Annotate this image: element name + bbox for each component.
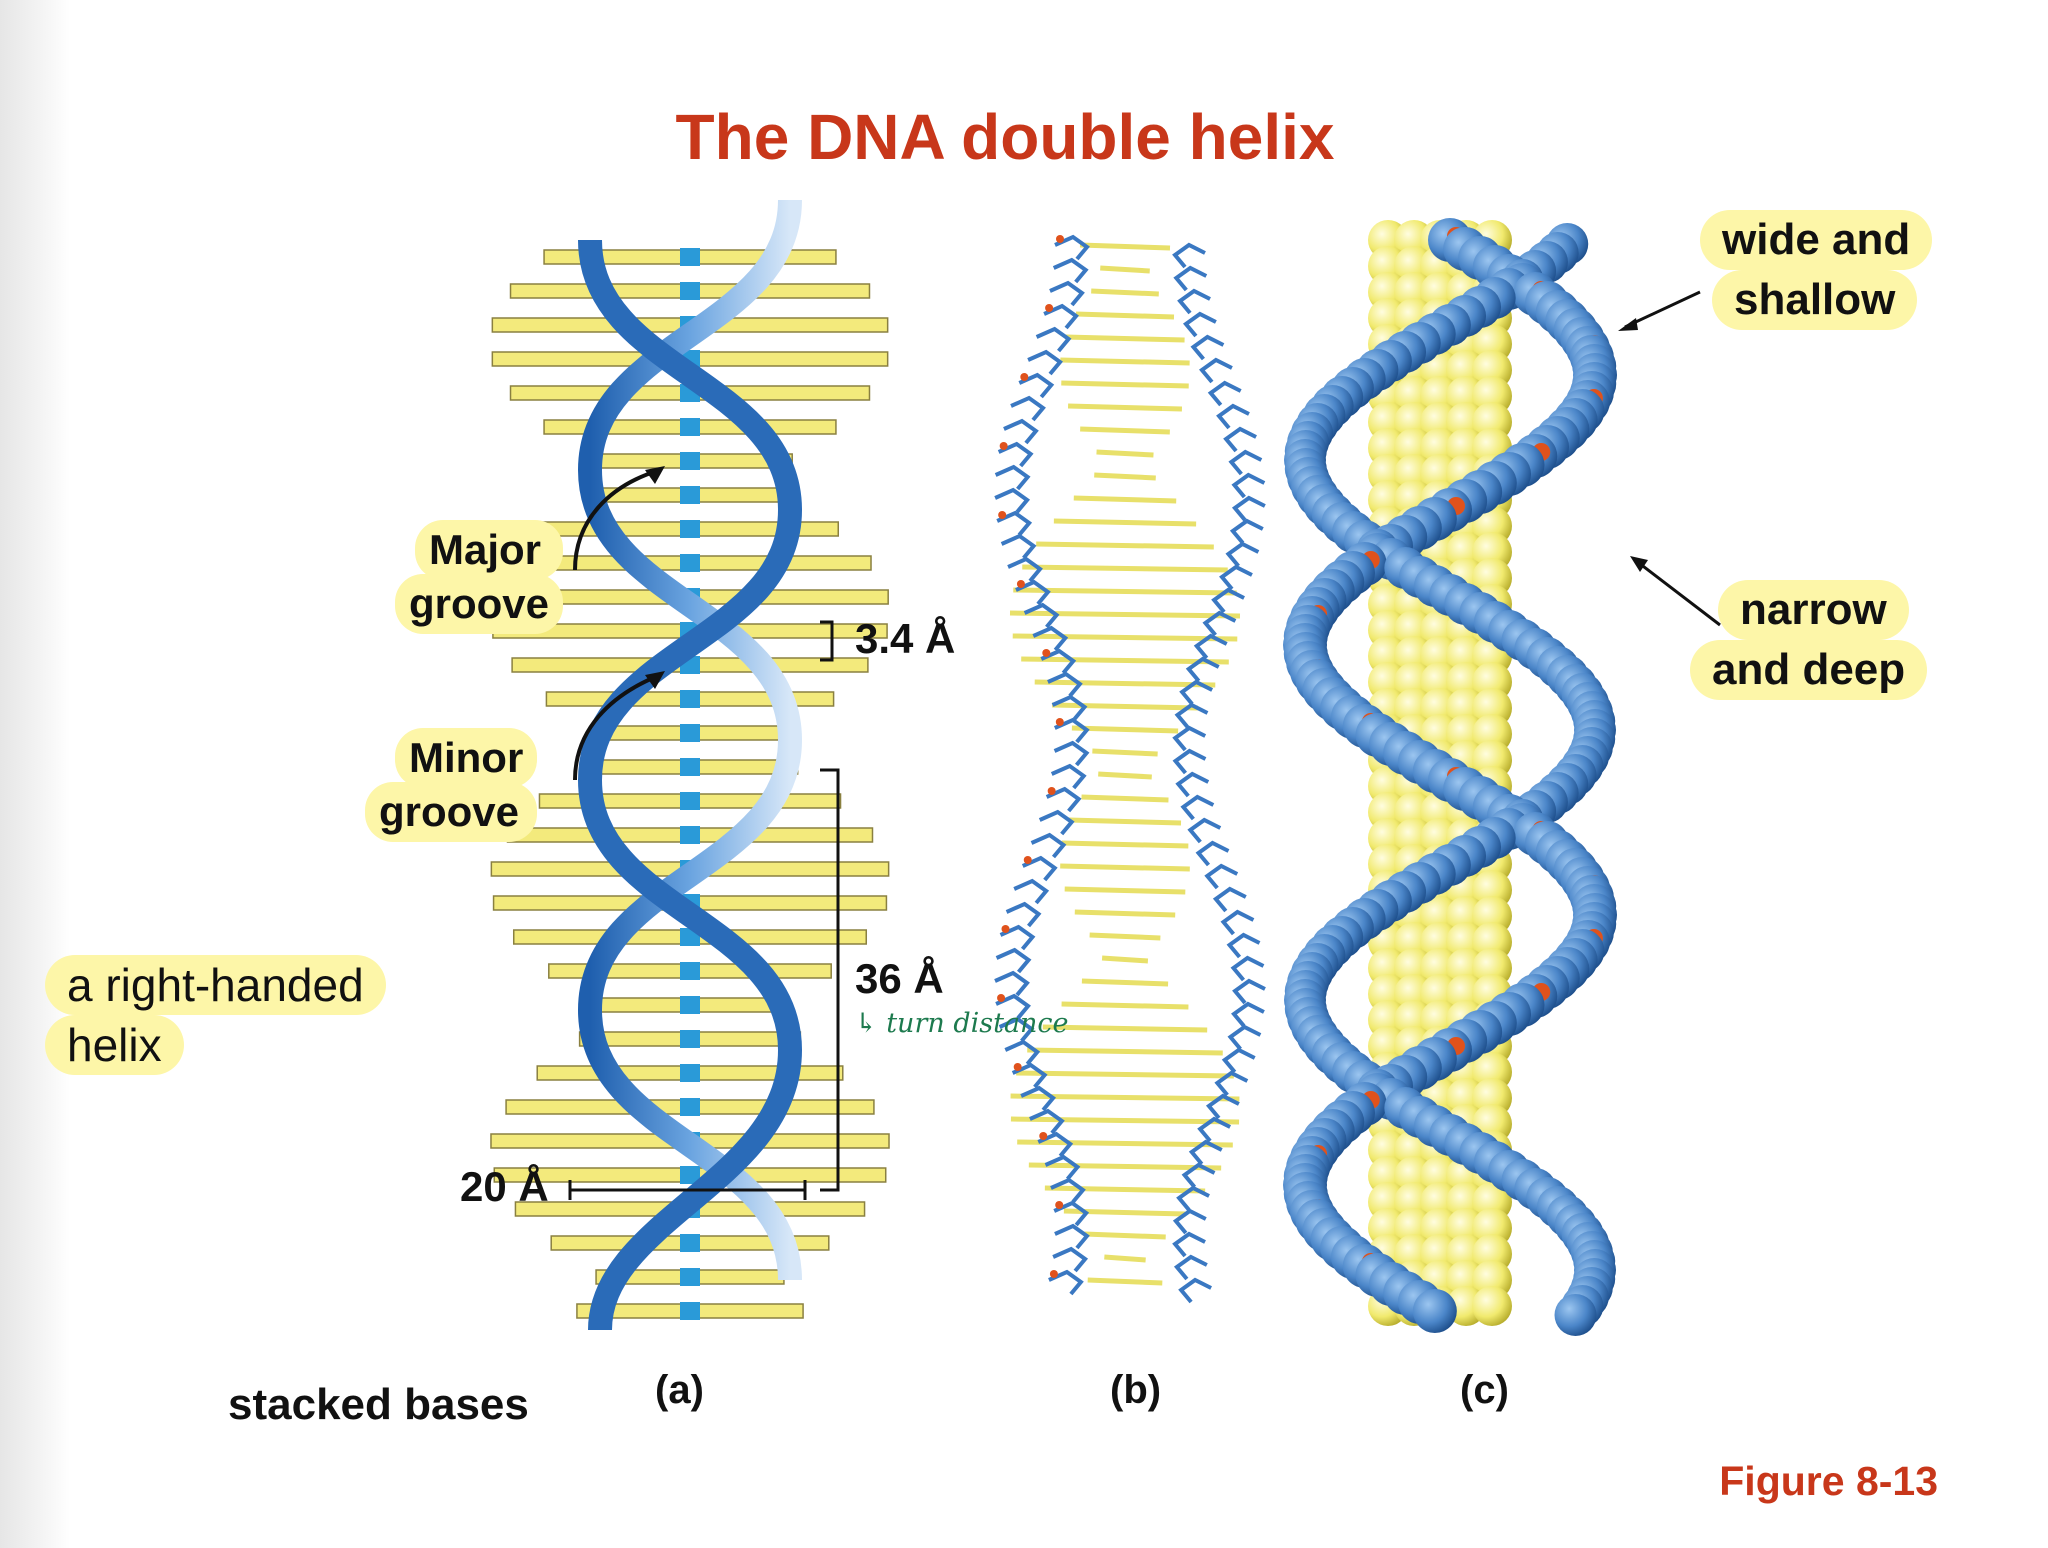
diameter-label: 20 Å [460, 1163, 549, 1210]
major-groove-label: Major groove [395, 520, 564, 634]
stick-base-pair [1098, 771, 1152, 780]
stick-base-pair [1094, 472, 1156, 481]
stick-base-pair [1065, 334, 1185, 343]
stick-base-pair [1017, 1139, 1233, 1148]
stick-base-pair [1080, 426, 1170, 435]
minor-label-line2: groove [365, 782, 538, 842]
stick-base-pair [1061, 380, 1189, 389]
major-groove-arrowhead [645, 466, 665, 484]
stick-base-pair [1061, 840, 1189, 849]
stick-base-pair [1028, 1162, 1222, 1171]
stick-base-pair [1053, 518, 1197, 527]
stick-base-pair [1060, 863, 1190, 872]
stick-base-pair [1087, 1277, 1163, 1286]
wide-shallow-note: wide and shallow [1700, 210, 1933, 330]
stick-base-pair [1091, 288, 1159, 297]
stick-base-pair [1013, 587, 1237, 596]
left-gutter [0, 0, 70, 1548]
stick-model [994, 234, 1266, 1304]
minor-groove-arrow [573, 673, 661, 781]
stick-base-pair [1068, 403, 1182, 412]
stick-base-pair [1075, 311, 1175, 320]
wide-groove-pointer [1624, 290, 1701, 329]
major-label-line2: groove [395, 574, 564, 634]
pitch-label: 36 Å [855, 955, 944, 1002]
right-handed-line1: a right-handed [45, 955, 386, 1015]
turn-distance-note: ↳ turn distance [855, 1008, 1069, 1039]
stick-base-pair [1096, 449, 1154, 458]
wide-line2: shallow [1712, 270, 1918, 330]
stick-base-pair [1084, 1231, 1166, 1240]
stick-base-pair [1074, 909, 1176, 918]
ribbon-model [490, 199, 890, 1331]
panel-b-label: (b) [1110, 1368, 1162, 1412]
narrow-deep-note: narrow and deep [1690, 580, 1928, 700]
space-filling-model [1283, 218, 1617, 1336]
stick-base-pair [1036, 541, 1214, 550]
stick-base-pair [1073, 495, 1177, 504]
stick-base-pair [1100, 265, 1150, 274]
rise-bracket [820, 620, 834, 662]
stacked-bases-label: stacked bases [228, 1380, 529, 1429]
stick-base-pair [1010, 1093, 1240, 1102]
right-handed-line2: helix [45, 1015, 184, 1075]
stick-base-pair [1027, 1047, 1223, 1056]
narrow-line1: narrow [1718, 580, 1909, 640]
stick-base-pair [1052, 702, 1198, 711]
rise-label: 3.4 Å [855, 615, 956, 662]
stick-base-pair [1044, 1185, 1206, 1194]
panel-c-label: (c) [1460, 1368, 1509, 1412]
figure-title: The DNA double helix [675, 101, 1335, 173]
backbone-strand-1 [577, 199, 803, 1281]
stick-base-pair [1081, 978, 1169, 987]
narrow-line2: and deep [1690, 640, 1928, 700]
major-groove-arrow [573, 468, 661, 571]
backbone-strand-2 [577, 239, 803, 1331]
right-handed-note: a right-handed helix [45, 955, 386, 1075]
wide-line1: wide and [1700, 210, 1933, 270]
backbone-atom [1412, 1289, 1457, 1333]
stick-base-pair [1021, 656, 1229, 665]
minor-label-line1: Minor [395, 728, 538, 788]
stick-base-pair [1092, 748, 1158, 757]
stick-base-pair [1104, 1254, 1146, 1263]
stick-base-pair [1012, 633, 1238, 642]
stick-base-pair [1089, 932, 1161, 941]
stick-base-pair [1081, 794, 1169, 803]
minor-groove-label: Minor groove [365, 728, 538, 842]
stick-base-pair [1060, 357, 1190, 366]
stick-base-pair [1061, 1001, 1189, 1010]
pitch-bracket [820, 768, 840, 1192]
stick-base-pair [1010, 1116, 1240, 1125]
minor-groove-arrowhead [645, 671, 665, 689]
stick-base-pair [1034, 679, 1216, 688]
stick-base-pair [1079, 242, 1171, 251]
stick-base-pair [1042, 1024, 1208, 1033]
figure-number: Figure 8-13 [1719, 1458, 1938, 1504]
panel-a-label: (a) [655, 1368, 704, 1412]
stick-base-pair [1022, 564, 1228, 573]
stick-base-pair [1064, 886, 1186, 895]
stick-base-pair [1068, 817, 1182, 826]
stick-base-pair [1009, 610, 1241, 619]
narrow-groove-pointer [1634, 558, 1721, 627]
major-label-line1: Major [415, 520, 564, 580]
stick-base-pair [1071, 725, 1179, 734]
stick-base-pair [1016, 1070, 1234, 1079]
stick-base-pair [1101, 955, 1149, 964]
base-atom [1472, 1286, 1512, 1326]
